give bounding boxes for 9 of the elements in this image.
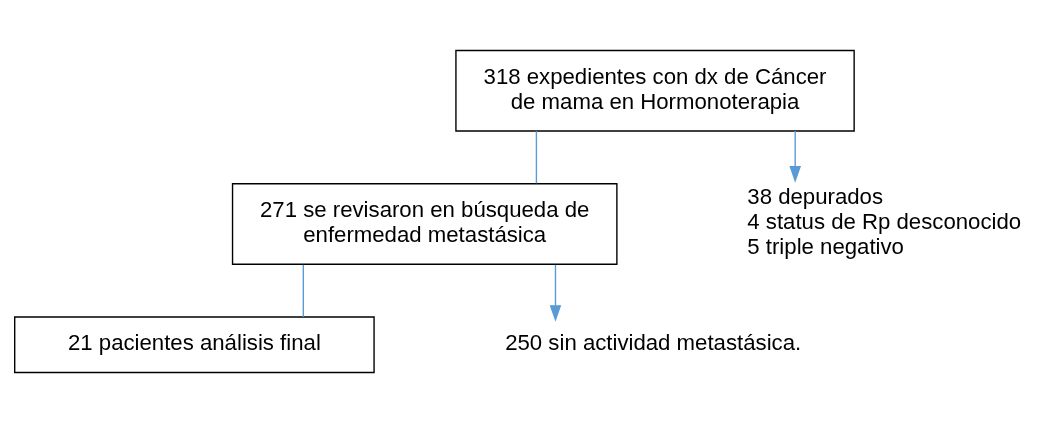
node-box: 21 pacientes análisis final <box>14 316 375 374</box>
node-box: 318 expedientes con dx de Cáncer de mama en Hormonoterapia <box>455 49 855 132</box>
node-text: 250 sin actividad metastásica. <box>505 329 802 355</box>
arrow <box>789 130 801 183</box>
node-text: 38 depurados 4 status de Rp desconocido 5 triple negativo <box>747 184 1022 260</box>
arrow <box>549 264 562 322</box>
connector <box>535 130 538 185</box>
connector <box>302 264 304 318</box>
node-box: 271 se revisaron en búsqueda de enfermedad metastásica <box>231 183 618 265</box>
